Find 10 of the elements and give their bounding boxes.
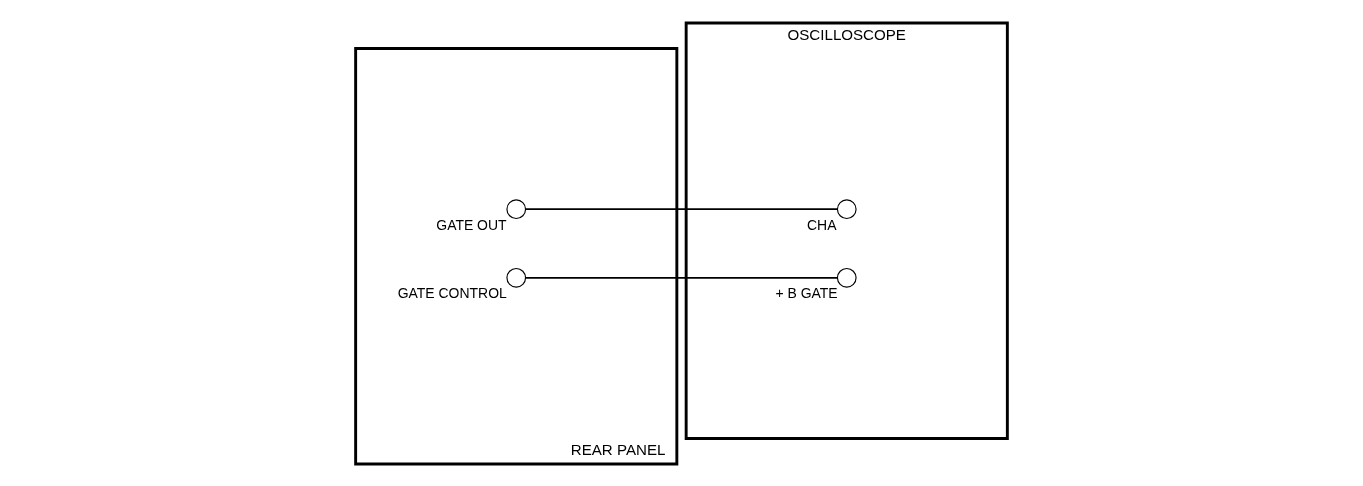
node-circle [506, 198, 527, 219]
node-label: CHA [807, 216, 837, 233]
node-label: + B GATE [775, 284, 838, 301]
node-label: GATE CONTROL [397, 284, 507, 301]
connector [524, 207, 839, 210]
connector [524, 276, 839, 279]
node-label: GATE OUT [436, 216, 507, 233]
node-circle [506, 267, 527, 288]
node-circle [836, 198, 857, 219]
node-circle [836, 267, 857, 288]
